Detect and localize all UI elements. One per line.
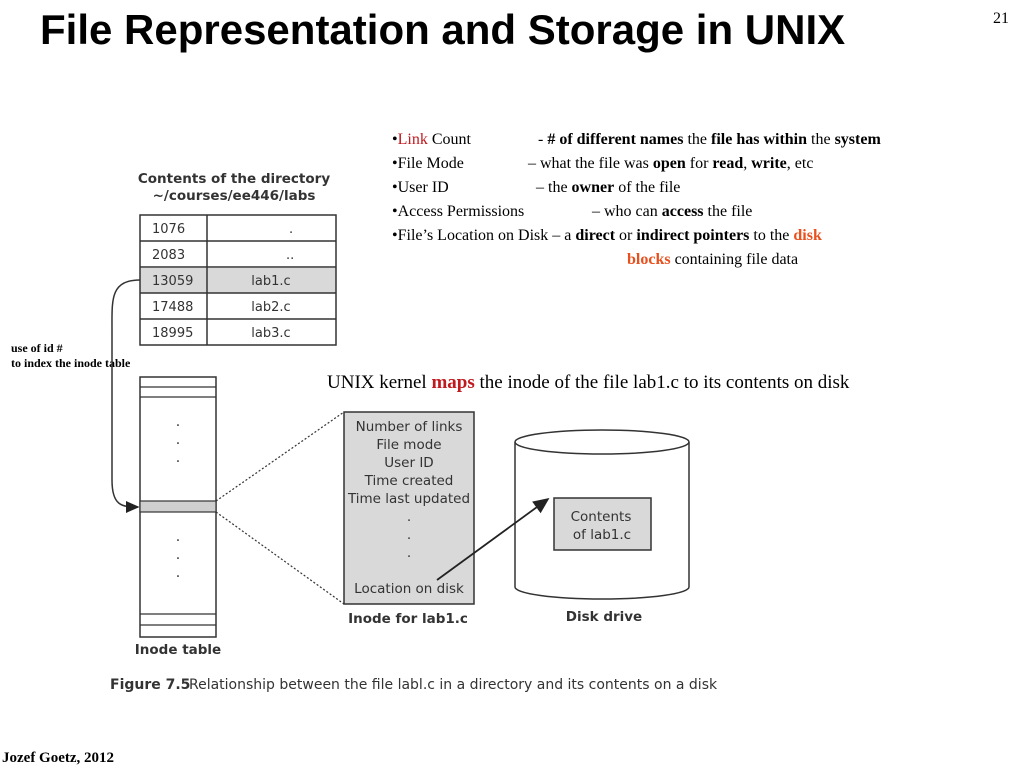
bullet-run: •File’s Location on Disk – a bbox=[392, 227, 576, 244]
slide-title: File Representation and Storage in UNIX bbox=[40, 6, 846, 53]
figure-caption-text: Relationship between the file labl.c in … bbox=[189, 677, 718, 693]
dir-id-cell: 2083 bbox=[152, 248, 185, 263]
bullet-run: direct bbox=[575, 227, 616, 244]
ellipsis-dot: . bbox=[176, 529, 180, 545]
kernel-post: the inode of the file lab1.c to its cont… bbox=[474, 372, 850, 393]
contents-box bbox=[553, 497, 652, 551]
kernel-pre: UNIX kernel bbox=[327, 372, 432, 393]
bullet-run: access bbox=[661, 203, 704, 220]
bullet-desc: - # of different names the file has with… bbox=[538, 128, 881, 152]
directory-title-line-2: ~/courses/ee446/labs bbox=[153, 188, 316, 204]
bullet-run: # of different names bbox=[547, 131, 684, 148]
dir-id-cell: 17488 bbox=[152, 300, 193, 315]
inode-field: Time last updated bbox=[347, 491, 470, 507]
bullet-run: disk bbox=[793, 227, 822, 244]
bullet-run: • bbox=[392, 131, 398, 148]
inode-field: . bbox=[407, 527, 411, 543]
selected-inode-row bbox=[139, 500, 217, 513]
inode-field: Location on disk bbox=[354, 581, 464, 597]
bullet-run: for bbox=[685, 155, 713, 172]
use-id-line-1: use of id # bbox=[11, 341, 63, 355]
inode-field: Time created bbox=[364, 473, 454, 489]
bullet-run: , bbox=[743, 155, 752, 172]
contents-label-1: Contents bbox=[571, 509, 632, 525]
bullet-term: •Access Permissions bbox=[392, 200, 524, 224]
bullet-run: write bbox=[751, 155, 787, 172]
disk-drive-cylinder: Contents of lab1.c bbox=[514, 429, 690, 600]
figure-caption-number: Figure 7.5 bbox=[110, 677, 190, 693]
bullet-run: open bbox=[652, 155, 686, 172]
bullet-run: - bbox=[538, 131, 548, 148]
bullet-desc: – what the file was open for read, write… bbox=[528, 152, 813, 176]
bullet-run: •User ID bbox=[392, 179, 449, 196]
dir-name-cell: lab1.c bbox=[251, 274, 290, 289]
inode-table: . . . . . . bbox=[139, 376, 217, 638]
bullet-run: file has within bbox=[711, 131, 808, 148]
bullet-run: indirect pointers bbox=[636, 227, 750, 244]
ellipsis-dot: . bbox=[176, 432, 180, 448]
bullet-run: owner bbox=[571, 179, 615, 196]
use-id-label: use of id # to index the inode table bbox=[11, 341, 130, 371]
bullet-run: read bbox=[712, 155, 744, 172]
location-arrow bbox=[436, 497, 550, 581]
dir-name-cell: . bbox=[289, 222, 293, 237]
inode-field: . bbox=[407, 509, 411, 525]
contents-label-2: of lab1.c bbox=[573, 527, 631, 543]
inode-for-label: Inode for lab1.c bbox=[348, 611, 468, 627]
inode-field: . bbox=[407, 545, 411, 561]
bullet-run: containing file data bbox=[670, 251, 799, 268]
dir-name-cell: lab3.c bbox=[251, 326, 290, 341]
index-arrow bbox=[111, 279, 141, 513]
zoom-line-top bbox=[215, 411, 345, 502]
inode-field: Number of links bbox=[356, 419, 463, 435]
dir-name-cell: lab2.c bbox=[251, 300, 290, 315]
bullet-run: •Access Permissions bbox=[392, 203, 525, 220]
ellipsis-dot: . bbox=[176, 414, 180, 430]
inode-table-label: Inode table bbox=[135, 642, 221, 658]
dir-name-cell: .. bbox=[286, 248, 294, 263]
inode-field: User ID bbox=[384, 455, 433, 471]
bullet-run: to the bbox=[749, 227, 794, 244]
bullet-run: – who can bbox=[592, 203, 662, 220]
bullet-term: •User ID bbox=[392, 176, 449, 200]
ellipsis-dot: . bbox=[176, 450, 180, 466]
bullet-term: •File Mode bbox=[392, 152, 464, 176]
footer-author: Jozef Goetz, 2012 bbox=[2, 750, 115, 766]
bullet-run: – the bbox=[536, 179, 572, 196]
use-id-line-2: to index the inode table bbox=[11, 356, 131, 370]
bullet-run: the bbox=[683, 131, 711, 148]
zoom-line-bottom bbox=[215, 511, 345, 605]
bullet-run: or bbox=[615, 227, 637, 244]
bullet-desc: – the owner of the file bbox=[536, 176, 680, 200]
bullet-term: •Link Count bbox=[392, 128, 471, 152]
bullet-run: the bbox=[807, 131, 835, 148]
bullet-desc: blocks containing file data bbox=[627, 248, 798, 272]
bullet-run: Count bbox=[427, 131, 471, 148]
slide-number: 21 bbox=[993, 10, 1009, 27]
bullet-run: , etc bbox=[786, 155, 814, 172]
ellipsis-dot: . bbox=[176, 565, 180, 581]
directory-title-line-1: Contents of the directory bbox=[138, 171, 330, 187]
bullet-run: the file bbox=[703, 203, 753, 220]
kernel-maps-word: maps bbox=[431, 372, 475, 393]
kernel-maps-line: UNIX kernel maps the inode of the file l… bbox=[327, 372, 849, 394]
disk-drive-label: Disk drive bbox=[566, 609, 642, 625]
dir-id-cell: 13059 bbox=[152, 274, 193, 289]
bullet-desc: – who can access the file bbox=[592, 200, 752, 224]
dir-id-cell: 1076 bbox=[152, 222, 185, 237]
bullet-run: of the file bbox=[614, 179, 681, 196]
bullet-run: Link bbox=[397, 131, 428, 148]
dir-id-cell: 18995 bbox=[152, 326, 193, 341]
bullet-term: •File’s Location on Disk – a direct or i… bbox=[392, 224, 822, 248]
ellipsis-dot: . bbox=[176, 547, 180, 563]
highlighted-row-bg bbox=[140, 268, 336, 293]
bullet-run: •File Mode bbox=[392, 155, 464, 172]
inode-field: File mode bbox=[376, 437, 441, 453]
bullet-run: system bbox=[834, 131, 881, 148]
bullet-run: blocks bbox=[627, 251, 671, 268]
directory-table: 1076 . 2083 .. 13059 lab1.c 17488 lab2.c… bbox=[139, 214, 337, 346]
bullet-run: – what the file was bbox=[528, 155, 653, 172]
inode-detail-box: Number of links File mode User ID Time c… bbox=[343, 411, 475, 605]
